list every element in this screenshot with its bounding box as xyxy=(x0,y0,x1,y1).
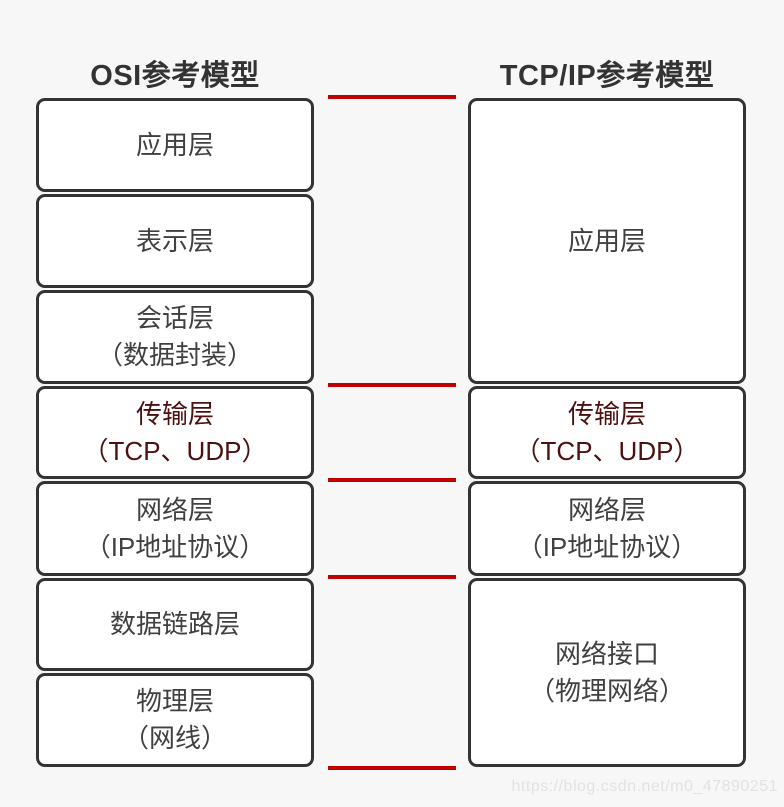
layer-sublabel: （TCP、UDP） xyxy=(514,435,700,466)
layer-sublabel: （数据封装） xyxy=(96,340,253,370)
connector-line-transport-network xyxy=(328,478,456,482)
connector-line-app-transport xyxy=(328,383,456,387)
tcpip-layer-network-interface: 网络接口 （物理网络） xyxy=(468,578,746,767)
layer-sublabel: （物理网络） xyxy=(528,675,685,706)
csdn-watermark: https://blog.csdn.net/m0_47890251 xyxy=(511,778,778,795)
osi-layer-session: 会话层 （数据封装） xyxy=(36,290,314,384)
connector-line-bottom xyxy=(328,766,456,770)
osi-layer-physical: 物理层 （网线） xyxy=(36,673,314,767)
layer-label: 物理层 xyxy=(135,686,214,716)
layer-label: 传输层 xyxy=(135,398,214,429)
osi-layer-datalink: 数据链路层 xyxy=(36,578,314,671)
layer-label: 数据链路层 xyxy=(109,609,240,639)
layer-sublabel: （网线） xyxy=(122,723,227,753)
osi-layer-presentation: 表示层 xyxy=(36,194,314,288)
layer-label: 传输层 xyxy=(567,398,646,429)
layer-label: 应用层 xyxy=(135,129,214,160)
connector-line-top xyxy=(328,95,456,99)
tcpip-layer-network: 网络层 （IP地址协议） xyxy=(468,481,746,576)
tcpip-column-title: TCP/IP参考模型 xyxy=(499,60,715,92)
layer-label: 网络层 xyxy=(135,494,214,525)
osi-layer-transport: 传输层 （TCP、UDP） xyxy=(36,386,314,479)
osi-layer-application: 应用层 xyxy=(36,98,314,192)
layer-sublabel: （IP地址协议） xyxy=(84,531,266,562)
osi-column-title: OSI参考模型 xyxy=(90,60,260,92)
layer-label: 网络层 xyxy=(567,494,646,525)
layer-label: 会话层 xyxy=(135,303,214,333)
tcpip-layer-application: 应用层 xyxy=(468,98,746,384)
connector-line-network-interface xyxy=(328,575,456,579)
tcpip-layer-transport: 传输层 （TCP、UDP） xyxy=(468,386,746,479)
layer-label: 应用层 xyxy=(567,225,646,256)
layer-sublabel: （TCP、UDP） xyxy=(82,435,268,466)
layer-label: 网络接口 xyxy=(554,638,659,669)
layer-label: 表示层 xyxy=(135,225,214,256)
layer-sublabel: （IP地址协议） xyxy=(516,531,698,562)
osi-layer-network: 网络层 （IP地址协议） xyxy=(36,481,314,576)
